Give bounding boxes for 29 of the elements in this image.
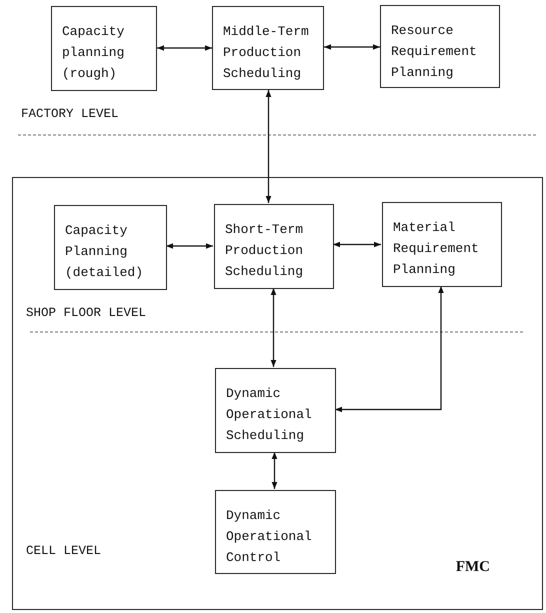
box-label: Resource Requirement Planning bbox=[391, 22, 478, 82]
box-label: Capacity planning (rough) bbox=[62, 23, 126, 83]
box-label: Capacity Planning (detailed) bbox=[65, 222, 144, 282]
box-label: Dynamic Operational Control bbox=[226, 507, 313, 567]
cell-name: FMC bbox=[456, 560, 490, 575]
connector-arrow bbox=[272, 452, 278, 489]
process-box bbox=[215, 490, 336, 574]
process-box bbox=[382, 202, 502, 287]
connector-arrow bbox=[335, 286, 444, 412]
connector-arrow bbox=[333, 242, 381, 248]
box-label: Middle-Term Production Scheduling bbox=[223, 23, 310, 83]
process-box bbox=[54, 205, 167, 290]
process-box bbox=[51, 6, 157, 91]
cell-boundary-box bbox=[12, 177, 543, 610]
box-label: Material Requirement Planning bbox=[393, 219, 480, 279]
connector-arrow bbox=[270, 288, 276, 367]
process-box bbox=[214, 204, 334, 289]
level-label: CELL LEVEL bbox=[26, 544, 102, 558]
box-label: Dynamic Operational Scheduling bbox=[226, 385, 313, 445]
level-label: FACTORY LEVEL bbox=[21, 107, 119, 121]
connector-arrow bbox=[324, 44, 380, 50]
process-box bbox=[380, 5, 500, 88]
process-box bbox=[215, 368, 336, 453]
connector-arrow bbox=[266, 90, 272, 203]
process-box bbox=[212, 6, 324, 90]
connector-arrow bbox=[166, 243, 213, 249]
box-label: Short-Term Production Scheduling bbox=[225, 221, 304, 281]
connector-arrow bbox=[157, 45, 212, 51]
level-label: SHOP FLOOR LEVEL bbox=[26, 306, 146, 320]
